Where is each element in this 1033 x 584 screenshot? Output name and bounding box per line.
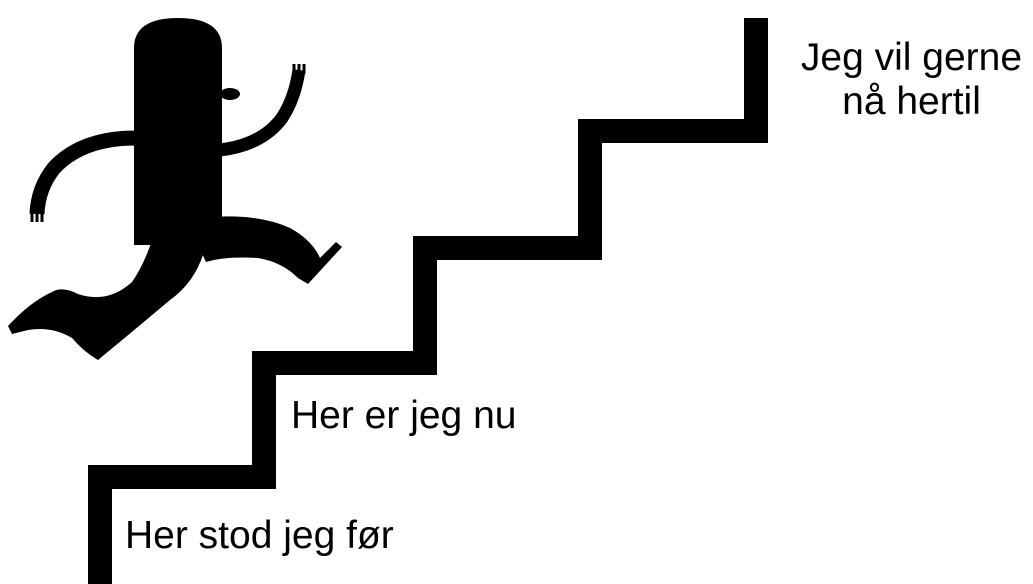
goal-label-line-1: Jeg vil gerne bbox=[800, 36, 1023, 79]
figure-leg-front bbox=[186, 216, 342, 284]
current-position-label: Her er jeg nu bbox=[291, 394, 517, 437]
figure-arm-left bbox=[29, 130, 137, 215]
figure-nose bbox=[220, 88, 240, 100]
previous-position-label: Her stod jeg før bbox=[125, 514, 394, 557]
figure-arm-right bbox=[219, 68, 306, 157]
goal-label-line-2: nå hertil bbox=[842, 80, 981, 123]
goal-label: Jeg vil gerne nå hertil bbox=[790, 36, 1033, 124]
staircase-icon bbox=[88, 18, 768, 584]
figure-hand-right bbox=[292, 64, 306, 74]
running-person-icon bbox=[8, 18, 342, 360]
figure-body bbox=[134, 18, 222, 245]
figure-leg-back bbox=[8, 228, 206, 360]
figure-hand-left bbox=[30, 212, 44, 222]
